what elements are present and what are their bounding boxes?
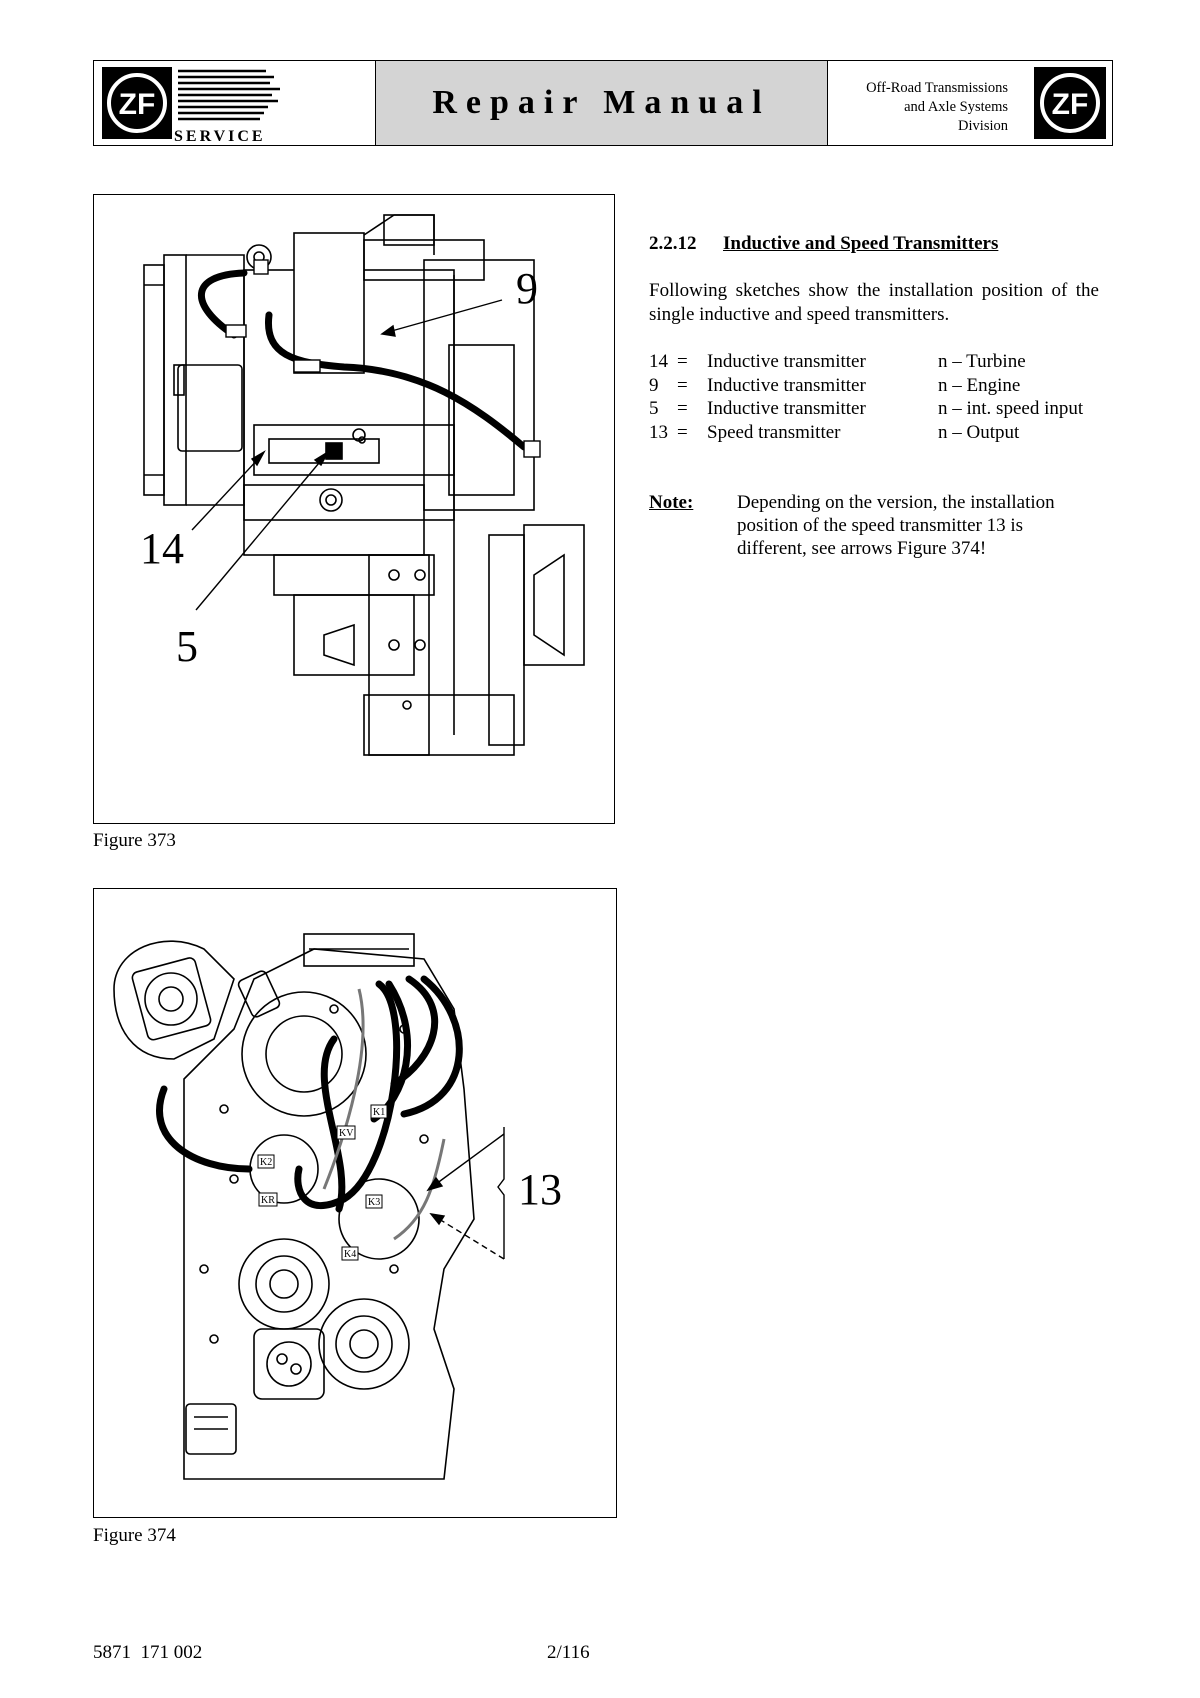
note-label: Note:: [649, 492, 694, 513]
zf-logo-text: ZF: [1052, 88, 1089, 121]
figure-373-frame: 9 14 5: [93, 194, 615, 824]
legend-value: n – Output: [938, 421, 1020, 443]
legend-equals: =: [677, 398, 688, 419]
legend-description: Inductive transmitter: [707, 374, 866, 396]
label-k2: K2: [260, 1157, 272, 1168]
label-k4: K4: [344, 1249, 356, 1260]
legend-description: Inductive transmitter: [707, 398, 866, 419]
legend-equals: =: [677, 351, 688, 372]
service-label: SERVICE: [174, 128, 266, 145]
callout-5: 5: [176, 622, 198, 671]
transmission-rear-view-drawing: K1 KV K2 KR K3 K4 13: [113, 933, 562, 1480]
legend-description: Inductive transmitter: [707, 351, 866, 372]
figure-374-caption: Figure 374: [93, 1525, 176, 1546]
callout-13: 13: [518, 1165, 562, 1214]
section-number: 2.2.12: [649, 233, 697, 254]
intro-paragraph: Following sketches show the installation…: [649, 280, 1099, 325]
legend-row: 14 = Inductive transmitter n – Turbine: [649, 350, 1083, 374]
label-kr: KR: [261, 1195, 275, 1206]
legend-number: 5: [649, 398, 659, 419]
zf-logo-icon: ZF: [1034, 67, 1106, 139]
division-line-3: Division: [958, 118, 1008, 134]
legend-number: 13: [649, 421, 668, 443]
legend-number: 9: [649, 374, 659, 396]
legend-equals: =: [677, 374, 688, 396]
page-number: 2/116: [547, 1642, 590, 1663]
division-text: Off-Road Transmissions and Axle Systems …: [866, 79, 1008, 136]
zf-logo-text: ZF: [119, 88, 156, 121]
manual-title: Repair Manual: [432, 84, 771, 121]
callout-9: 9: [516, 264, 538, 313]
callout-14: 14: [140, 524, 184, 573]
legend-value: n – Engine: [938, 374, 1021, 396]
zf-service-logo: ZF SERVICE: [94, 61, 376, 145]
legend-row: 5 = Inductive transmitter n – int. speed…: [649, 397, 1083, 421]
division-line-2: and Axle Systems: [904, 99, 1008, 115]
division-line-1: Off-Road Transmissions: [866, 80, 1008, 96]
division-cell: Off-Road Transmissions and Axle Systems …: [828, 61, 1112, 145]
figure-374-frame: K1 KV K2 KR K3 K4 13: [93, 888, 617, 1518]
section-heading: 2.2.12 Inductive and Speed Transmitters: [649, 233, 998, 255]
note-text: Depending on the version, the installati…: [737, 492, 1055, 559]
legend-value: n – int. speed input: [938, 398, 1084, 419]
legend-row: 9 = Inductive transmitter n – Engine: [649, 374, 1083, 398]
section-title: Inductive and Speed Transmitters: [723, 233, 999, 254]
figure-373-caption: Figure 373: [93, 830, 176, 851]
label-k3: K3: [368, 1197, 380, 1208]
legend-row: 13 = Speed transmitter n – Output: [649, 421, 1083, 445]
title-cell: Repair Manual: [376, 61, 828, 145]
document-number: 5871 171 002: [93, 1642, 203, 1663]
legend-description: Speed transmitter: [707, 421, 841, 443]
transmission-side-view-drawing: 9 14 5: [140, 214, 585, 756]
transmitter-legend: 14 = Inductive transmitter n – Turbine 9…: [649, 350, 1083, 444]
page-header: ZF SERVICE Repair Manual Off-Road Transm…: [93, 60, 1113, 146]
legend-value: n – Turbine: [938, 351, 1026, 372]
legend-equals: =: [677, 421, 688, 443]
label-kv: KV: [339, 1128, 354, 1139]
legend-number: 14: [649, 351, 668, 372]
label-k1: K1: [373, 1107, 385, 1118]
